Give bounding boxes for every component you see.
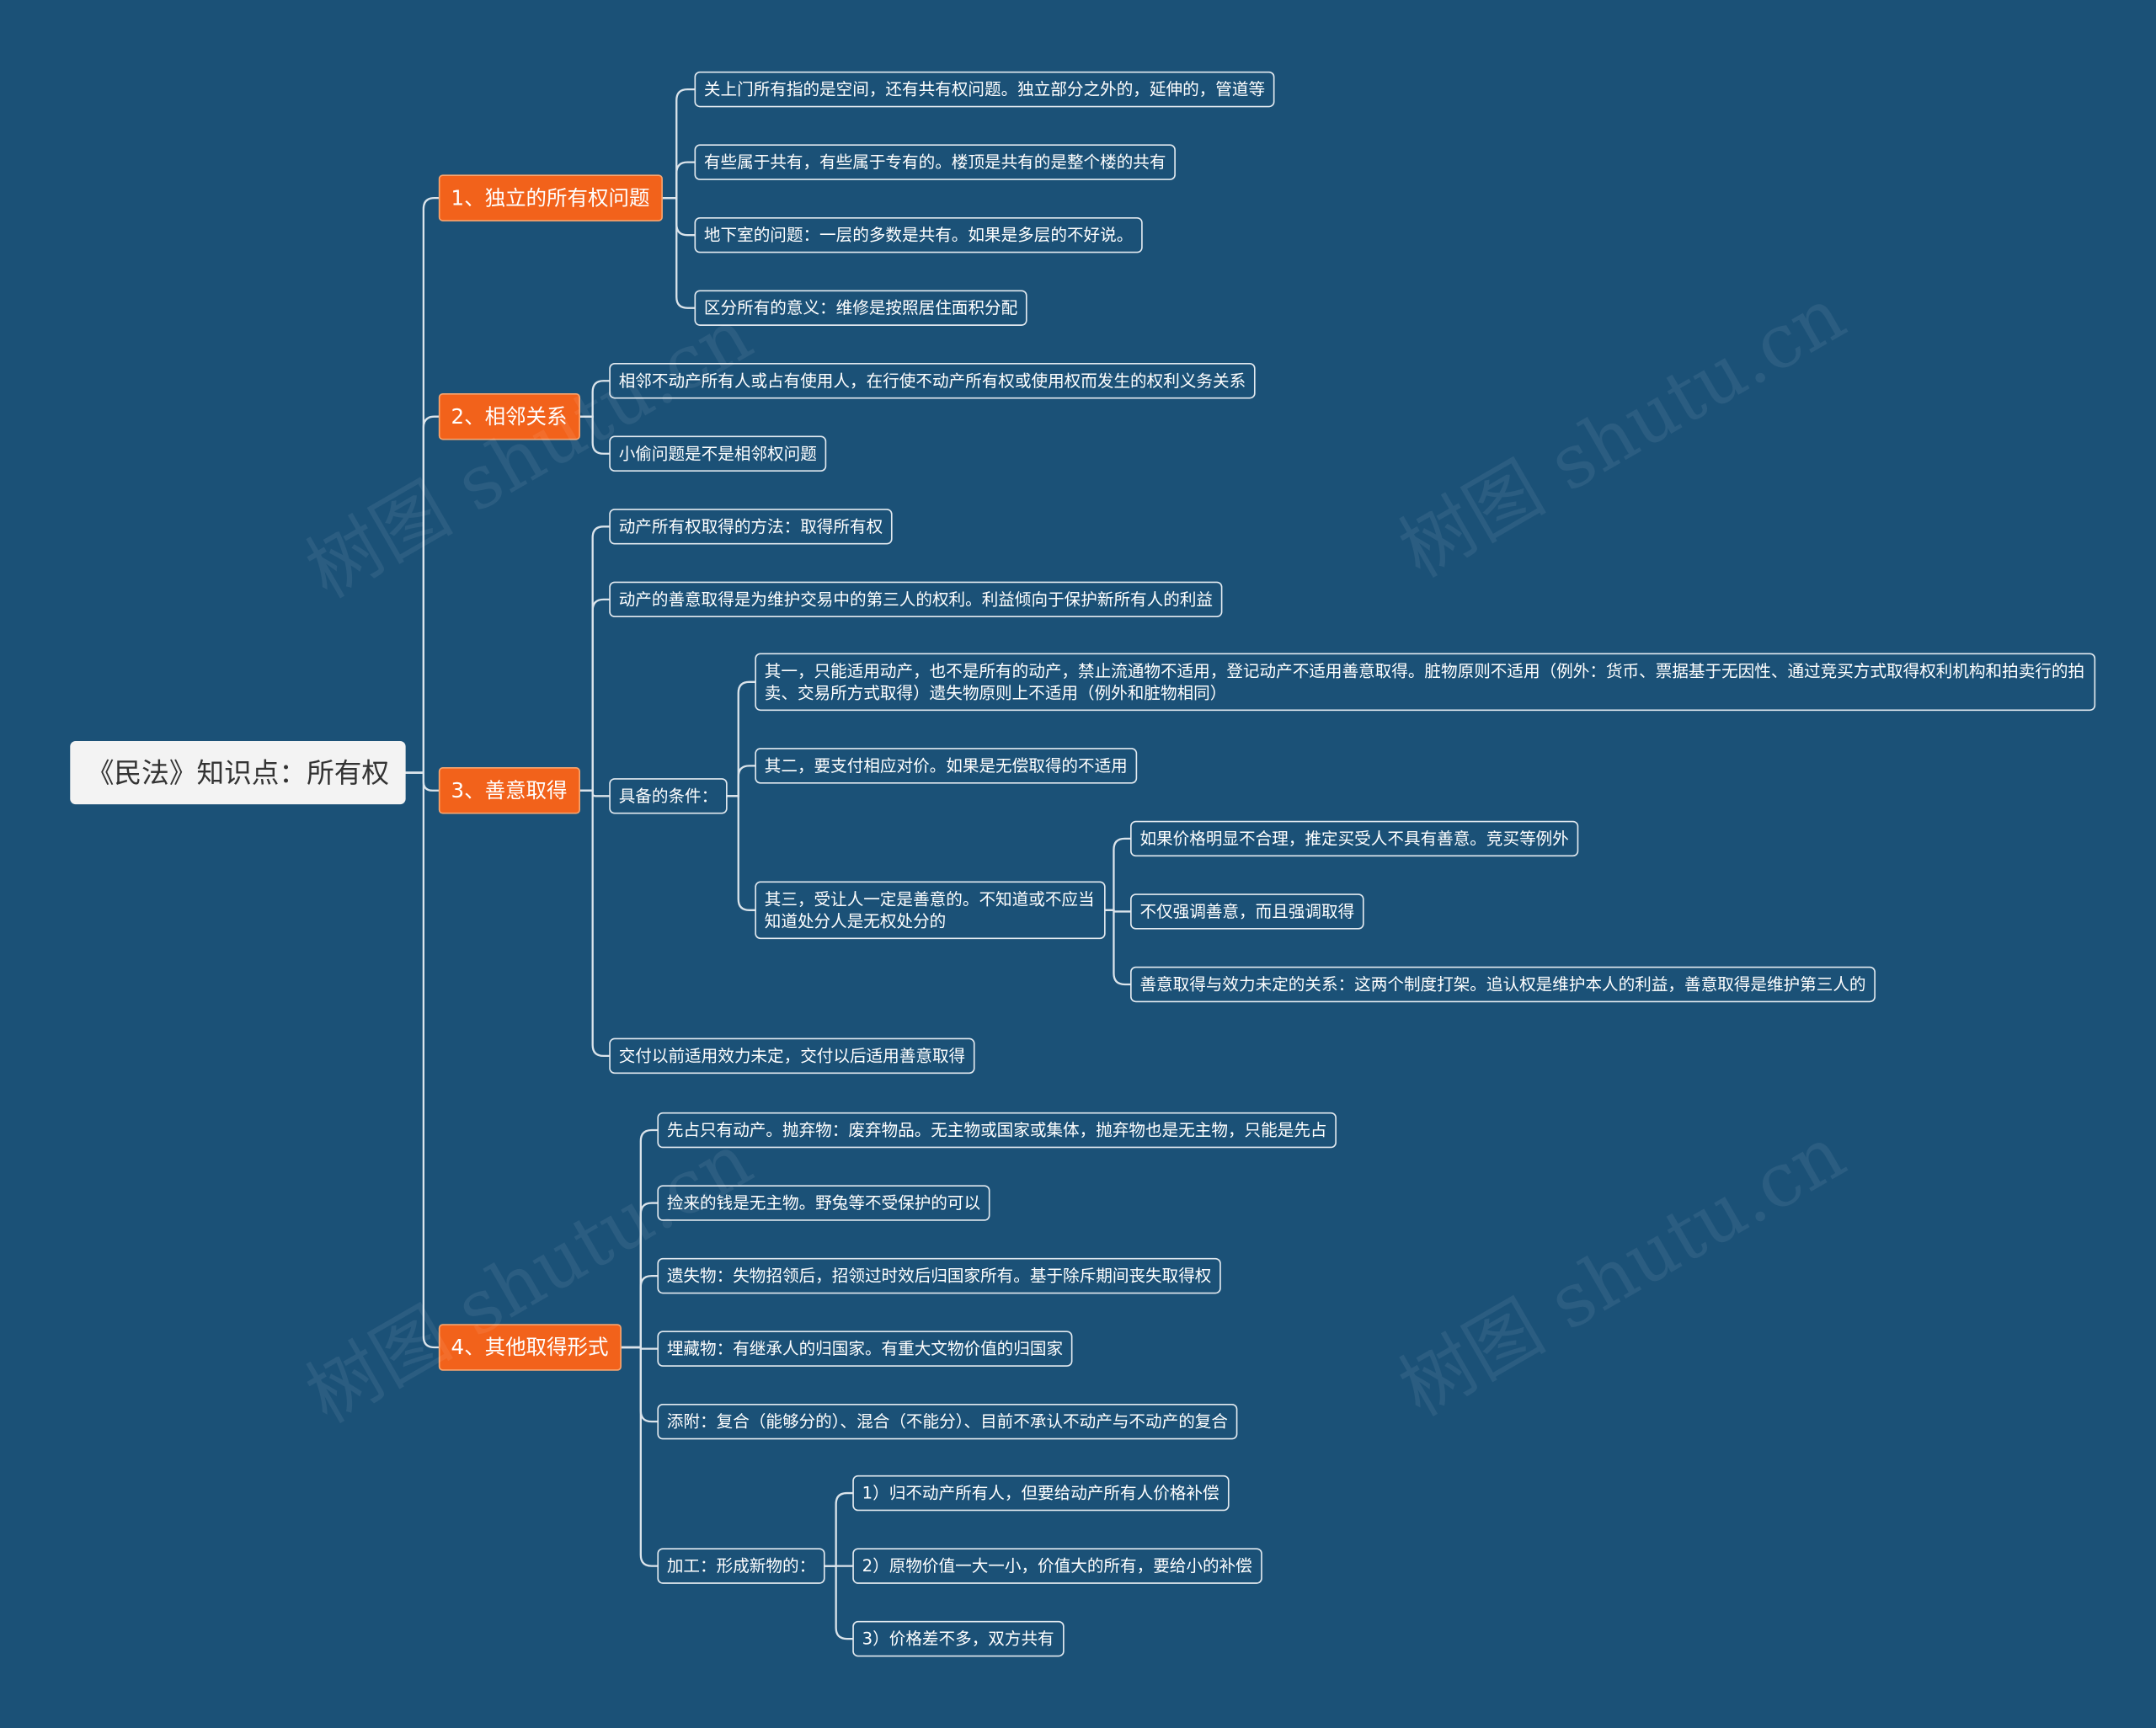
- subtopic-conditions: 具备的条件：: [609, 778, 728, 814]
- connector-line: [404, 415, 440, 774]
- connector-line: [726, 680, 756, 797]
- subtopic: 遗失物：失物招领后，招领过时效后归国家所有。基于除斥期间丧失取得权: [657, 1257, 1221, 1294]
- subtopic: 交付以前适用效力未定，交付以后适用善意取得: [609, 1037, 975, 1075]
- subtopic-processing: 加工：形成新物的：: [657, 1548, 825, 1584]
- detail-topic: 其二，要支付相应对价。如果是无偿取得的不适用: [755, 748, 1138, 784]
- connector-line: [620, 1346, 659, 1567]
- detail-topic: 3）价格差不多，双方共有: [852, 1620, 1065, 1657]
- detail-subtopic: 善意取得与效力未定的关系：这两个制度打架。追认权是维护本人的利益，善意取得是维护…: [1130, 966, 1876, 1003]
- connector-line: [579, 598, 611, 792]
- connector-line: [620, 1346, 659, 1423]
- subtopic: 地下室的问题：一层的多数是共有。如果是多层的不好说。: [694, 216, 1143, 253]
- connector-line: [579, 380, 611, 418]
- branch-topic-4: 4、其他取得形式: [438, 1324, 622, 1371]
- connector-line: [620, 1274, 659, 1349]
- connector-line: [824, 1491, 854, 1567]
- connector-line: [726, 795, 756, 911]
- subtopic: 添附：复合（能够分的）、混合（不能分）、目前不承认不动产与不动产的复合: [657, 1403, 1238, 1440]
- connector-line: [661, 196, 696, 309]
- connector-line: [579, 415, 611, 455]
- root-topic: 《民法》知识点：所有权: [70, 740, 406, 805]
- subtopic: 捡来的钱是无主物。野兔等不受保护的可以: [657, 1185, 990, 1221]
- connector-line: [726, 765, 756, 797]
- connector-line: [404, 771, 440, 792]
- subtopic: 相邻不动产所有人或占有使用人，在行使不动产所有权或使用权而发生的权利义务关系: [609, 363, 1256, 399]
- connector-line: [661, 88, 696, 200]
- branch-topic-1: 1、独立的所有权问题: [438, 174, 663, 221]
- subtopic: 埋藏物：有继承人的归国家。有重大文物价值的归国家: [657, 1331, 1073, 1367]
- connector-line: [579, 789, 611, 1058]
- detail-subtopic: 如果价格明显不合理，推定买受人不具有善意。竞买等例外: [1130, 820, 1579, 857]
- branch-topic-2: 2、相邻关系: [438, 392, 580, 440]
- connector-line: [661, 196, 696, 237]
- subtopic: 有些属于共有，有些属于专有的。楼顶是共有的是整个楼的共有: [694, 144, 1176, 180]
- subtopic: 小偷问题是不是相邻权问题: [609, 435, 827, 472]
- subtopic: 动产的善意取得是为维护交易中的第三人的权利。利益倾向于保护新所有人的利益: [609, 581, 1223, 618]
- connector-line: [1104, 837, 1132, 911]
- branch-topic-3: 3、善意取得: [438, 767, 580, 814]
- subtopic: 动产所有权取得的方法：取得所有权: [609, 509, 893, 545]
- connector-line: [404, 771, 440, 1349]
- subtopic: 先占只有动产。抛弃物：废弃物品。无主物或国家或集体，抛弃物也是无主物，只能是先占: [657, 1112, 1337, 1149]
- connector-line: [404, 196, 440, 774]
- connector-line: [620, 1128, 659, 1349]
- detail-topic: 其三，受让人一定是善意的。不知道或不应当知道处分人是无权处分的: [755, 881, 1106, 940]
- connector-line: [620, 1202, 659, 1349]
- detail-subtopic: 不仅强调善意，而且强调取得: [1130, 893, 1364, 930]
- connector-line: [824, 1565, 854, 1640]
- connector-line: [661, 161, 696, 200]
- detail-topic: 1）归不动产所有人，但要给动产所有人价格补偿: [852, 1475, 1230, 1512]
- subtopic: 区分所有的意义：维修是按照居住面积分配: [694, 290, 1027, 326]
- detail-topic: 其一，只能适用动产，也不是所有的动产，禁止流通物不适用，登记动产不适用善意取得。…: [755, 653, 2096, 712]
- detail-topic: 2）原物价值一大一小，价值大的所有，要给小的补偿: [852, 1548, 1262, 1584]
- connector-line: [1104, 909, 1132, 986]
- connector-line: [579, 525, 611, 792]
- subtopic: 关上门所有指的是空间，还有共有权问题。独立部分之外的，延伸的，管道等: [694, 71, 1275, 108]
